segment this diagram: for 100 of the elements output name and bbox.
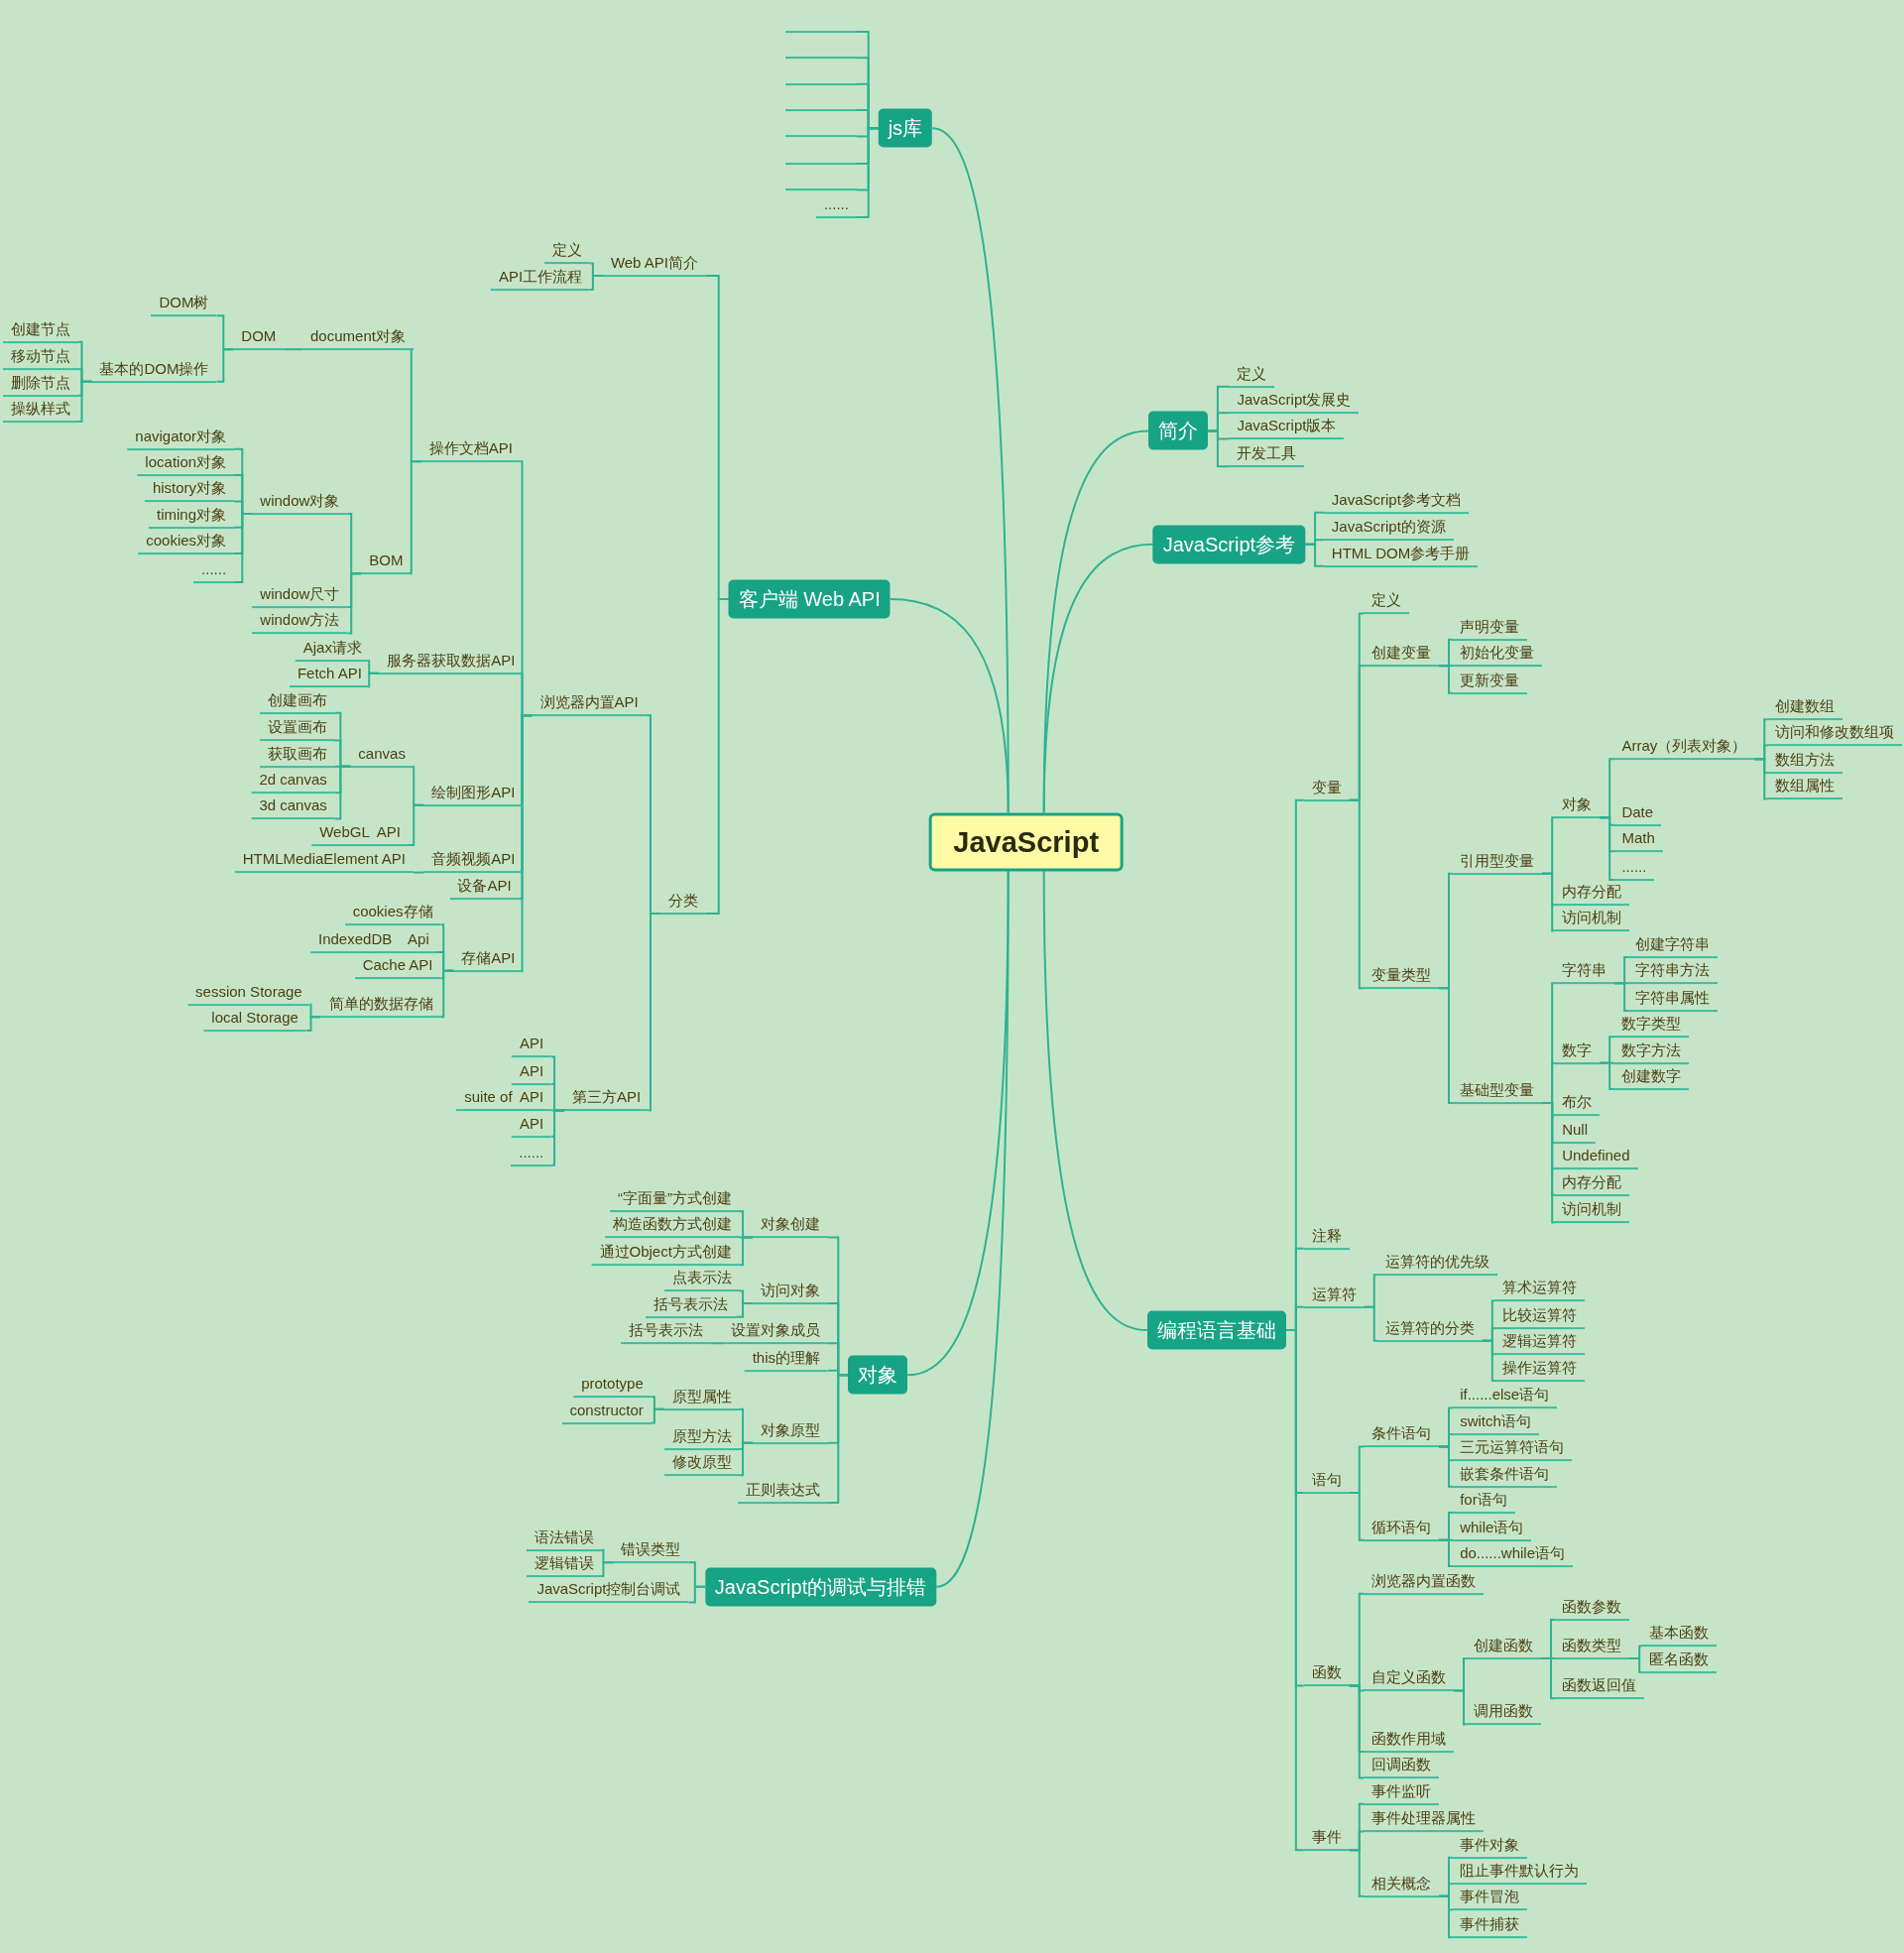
topic-label: 2d canvas <box>251 770 335 794</box>
topic-label: API <box>512 1113 552 1138</box>
topic-label: 绘制图形API <box>423 782 524 806</box>
topic-label: 定义 <box>1229 363 1275 388</box>
connector-line <box>1438 1538 1454 1568</box>
topic-label: 字符串方法 <box>1627 960 1719 985</box>
topic-label: session Storage <box>187 981 310 1006</box>
topic-label: 更新变量 <box>1452 670 1528 694</box>
topic-label: Web API简介 <box>602 253 706 278</box>
topic-label: 事件 <box>1303 1827 1350 1852</box>
topic-label: 创建数字 <box>1613 1066 1690 1091</box>
topic-label: 开发工具 <box>1229 443 1305 468</box>
topic-box: JavaScript的调试与排错 <box>704 1567 937 1607</box>
connector-line <box>1438 665 1454 694</box>
topic-label: 访问机制 <box>1554 908 1630 932</box>
topic-label: Fetch API <box>289 664 370 688</box>
topic-label: cookies存储 <box>344 902 441 926</box>
connector-line <box>935 870 1010 1588</box>
topic-label: 音频视频API <box>423 849 524 874</box>
topic-label: “字面量”方式创建 <box>609 1188 740 1213</box>
topic-label: ...... <box>815 194 857 219</box>
topic-box: js库 <box>878 108 933 148</box>
topic-label: API工作流程 <box>491 266 591 291</box>
topic-label: 访问机制 <box>1554 1199 1630 1224</box>
topic-label: 字符串属性 <box>1627 987 1719 1012</box>
connector-line <box>346 572 363 635</box>
topic-label: navigator对象 <box>127 426 235 450</box>
topic-label: 创建变量 <box>1364 643 1439 668</box>
topic-label: 声明变量 <box>1452 616 1528 641</box>
connector-line <box>1540 1656 1556 1700</box>
connector-line <box>521 714 534 972</box>
topic-label: window对象 <box>252 490 348 515</box>
topic-label: JavaScript的资源 <box>1323 517 1454 542</box>
topic-label: Math <box>1613 828 1663 853</box>
topic-label: 算术运算符 <box>1493 1278 1585 1302</box>
topic-label: HTML DOM参考手册 <box>1323 543 1479 567</box>
topic-label: document对象 <box>302 326 414 351</box>
topic-label: 初始化变量 <box>1452 643 1543 668</box>
connector-line <box>1541 1101 1556 1224</box>
topic-label: local Storage <box>203 1008 306 1033</box>
topic-label: 回调函数 <box>1364 1755 1439 1779</box>
topic-label: location对象 <box>137 452 235 476</box>
topic-label: Ajax请求 <box>295 638 370 663</box>
topic-label: BOM <box>361 550 412 575</box>
topic-label: 点表示法 <box>663 1268 740 1292</box>
topic-label: IndexedDB Api <box>310 928 437 953</box>
topic-label: history对象 <box>144 478 235 503</box>
topic-label: 变量 <box>1303 777 1350 801</box>
topic-label: API <box>512 1061 552 1086</box>
connector-line <box>650 1407 665 1424</box>
topic-label: cookies对象 <box>138 531 235 555</box>
connector-line <box>215 348 235 383</box>
topic-label: 设置对象成员 <box>723 1320 829 1345</box>
topic-label: 数组方法 <box>1766 750 1843 775</box>
connector-line <box>1363 1305 1378 1342</box>
topic-label: JavaScript发展史 <box>1229 390 1360 415</box>
connector-line <box>1348 1849 1365 1897</box>
connector-line <box>304 1016 322 1033</box>
topic-label: 对象创建 <box>753 1214 829 1239</box>
topic-label: 函数 <box>1303 1662 1350 1687</box>
connector-line <box>1438 987 1454 1104</box>
topic-label: 通过Object方式创建 <box>591 1242 740 1267</box>
topic-label: 分类 <box>660 891 706 915</box>
topic-label: ...... <box>511 1142 552 1166</box>
topic-label: 括号表示法 <box>621 1320 711 1345</box>
topic-label: 注释 <box>1303 1225 1350 1250</box>
topic-label: 基本的DOM操作 <box>91 358 217 383</box>
topic-label: Null <box>1554 1120 1596 1145</box>
connector-line <box>283 348 303 351</box>
topic-label: constructor <box>561 1400 652 1424</box>
central-topic-box: JavaScript <box>928 812 1125 872</box>
topic-label: do......while语句 <box>1452 1543 1574 1568</box>
topic-label: 引用型变量 <box>1452 850 1543 875</box>
topic-label: suite of API <box>456 1087 552 1112</box>
topic-label: Undefined <box>1554 1146 1638 1170</box>
topic-label: 第三方API <box>564 1087 650 1112</box>
topic-label: 三元运算符语句 <box>1452 1437 1573 1462</box>
topic-label: 事件监听 <box>1364 1780 1439 1805</box>
connector-line <box>1628 1656 1643 1673</box>
topic-label: 错误类型 <box>613 1539 689 1564</box>
topic-label: timing对象 <box>149 504 235 529</box>
connector-line <box>1438 1445 1454 1488</box>
topic-label: 构造函数方式创建 <box>604 1214 740 1239</box>
topic-label: window尺寸 <box>252 584 348 609</box>
topic-label: 运算符 <box>1303 1283 1365 1308</box>
topic-label: Cache API <box>354 955 441 980</box>
topic-label: window方法 <box>252 610 348 635</box>
topic-label: 创建函数 <box>1466 1635 1541 1659</box>
topic-label: Array（列表对象） <box>1613 736 1755 761</box>
topic-box: 编程语言基础 <box>1146 1310 1286 1350</box>
topic-label: 内存分配 <box>1554 1171 1630 1196</box>
topic-label: 布尔 <box>1554 1092 1601 1117</box>
topic-label: 事件处理器属性 <box>1364 1808 1484 1833</box>
topic-label: 匿名函数 <box>1641 1648 1718 1673</box>
topic-label: 3d canvas <box>251 795 335 820</box>
topic-label: prototype <box>573 1374 652 1399</box>
connector-line <box>407 803 425 846</box>
connector-line <box>333 765 352 820</box>
topic-label: 自定义函数 <box>1364 1667 1454 1692</box>
connector-line <box>1304 543 1325 567</box>
